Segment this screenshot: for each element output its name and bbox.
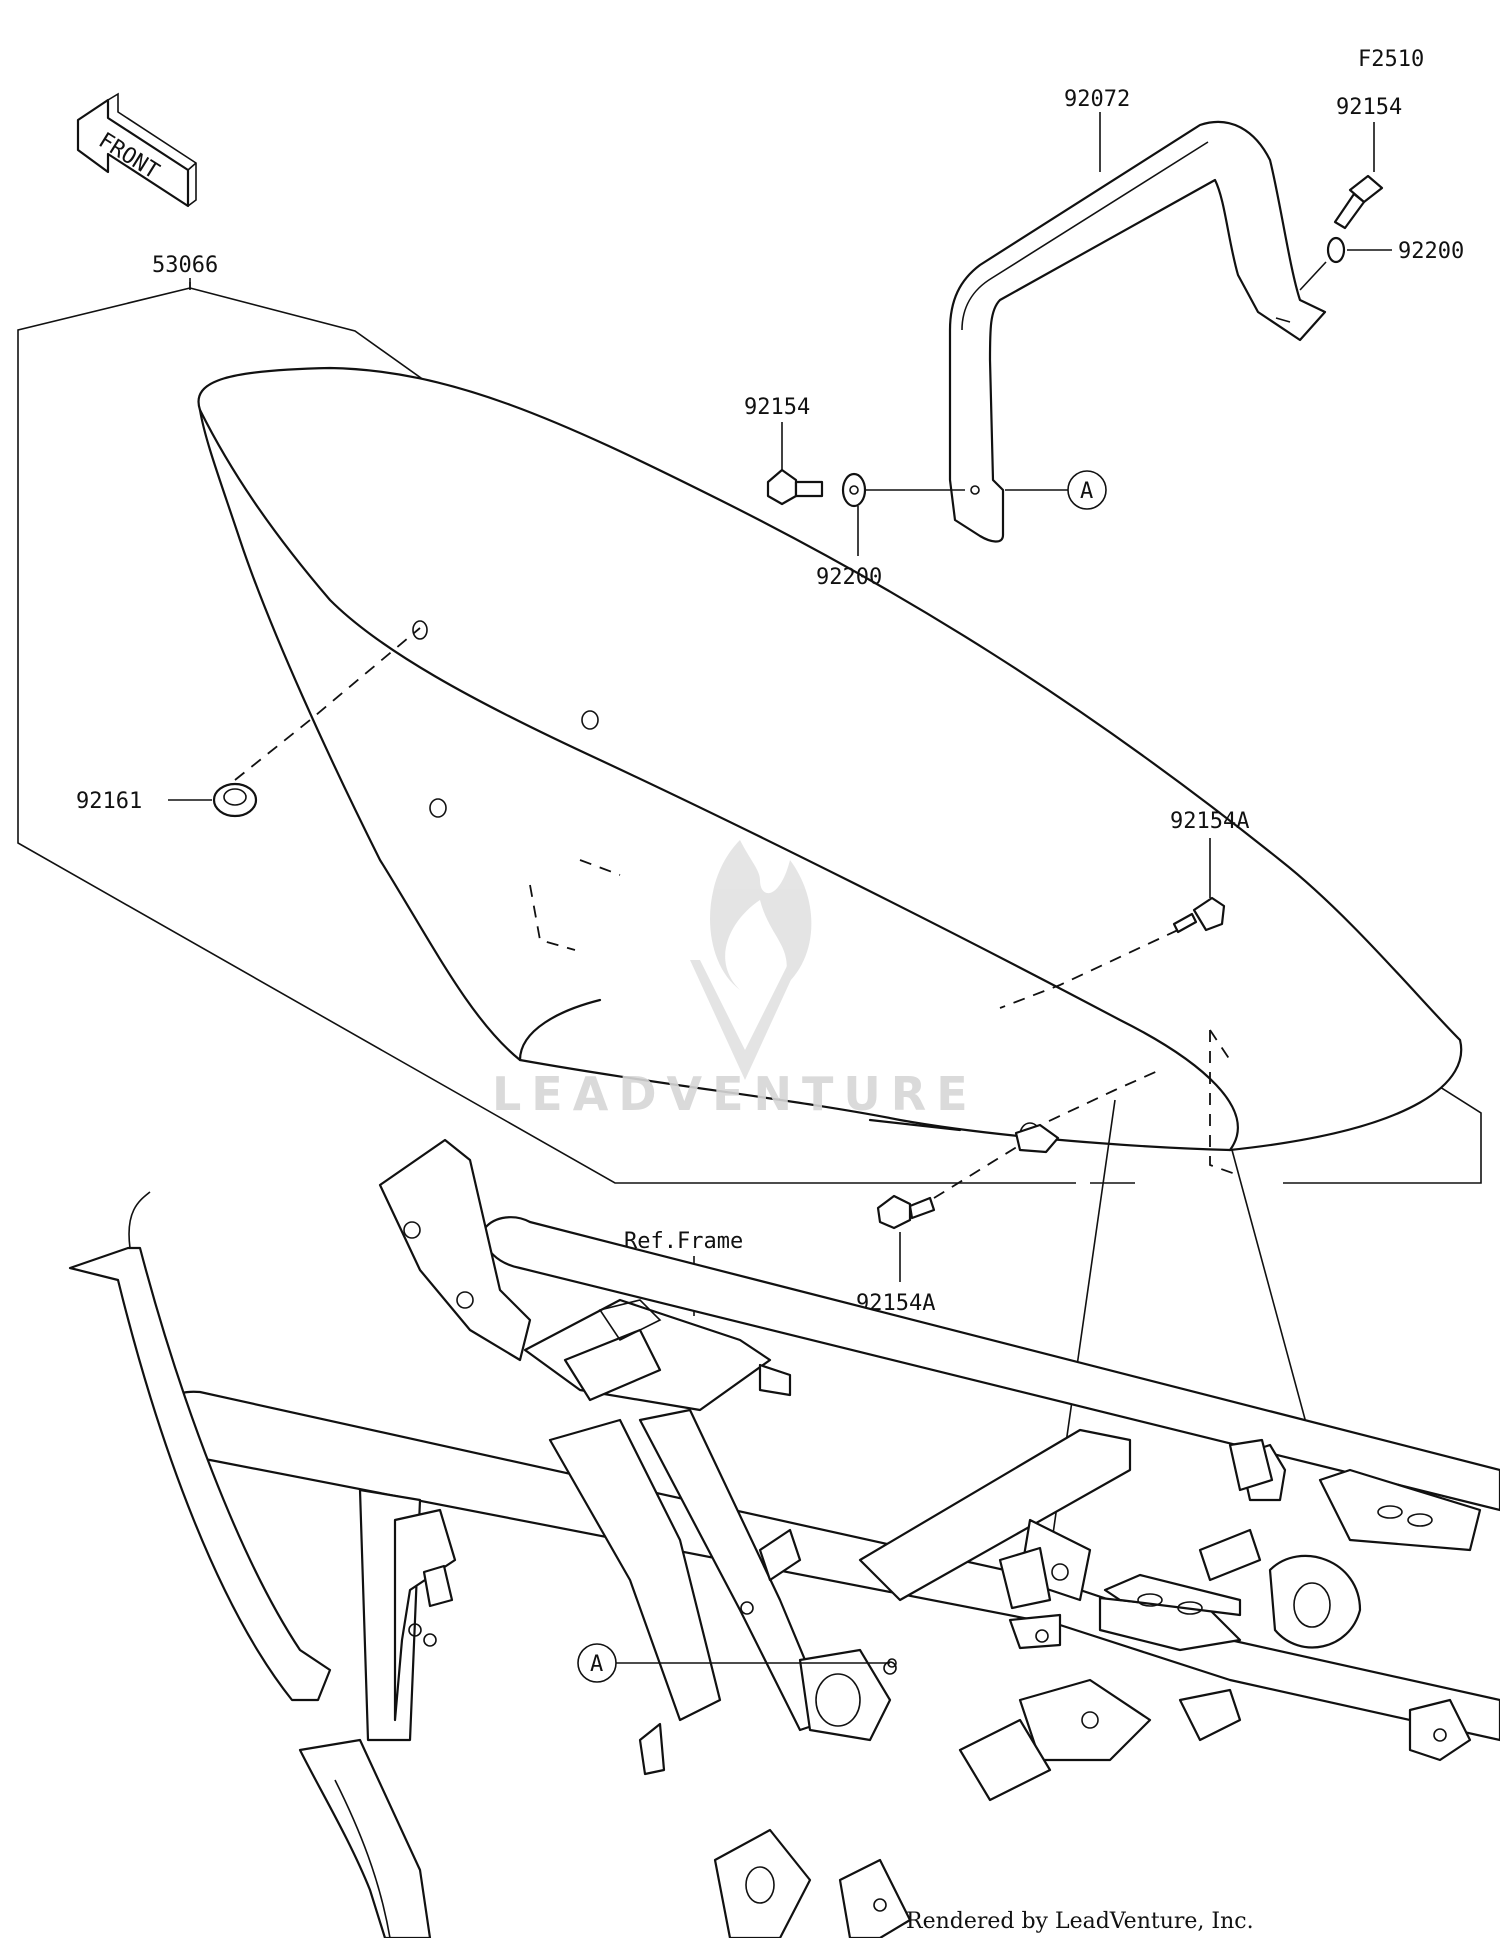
frame xyxy=(68,1138,1500,1938)
grab-bar xyxy=(948,120,1327,543)
watermark-logo: LEADVENTURE xyxy=(492,840,978,1121)
callout-a-upper xyxy=(1067,470,1107,510)
washer-upper xyxy=(1326,236,1346,264)
label-washer-left: 92200 xyxy=(816,565,882,590)
label-grommet: 92161 xyxy=(76,789,142,814)
callout-a-upper-letter: A xyxy=(1080,479,1093,504)
label-ref-frame: Ref.Frame xyxy=(624,1229,743,1254)
bolt-a-upper xyxy=(1172,896,1226,934)
bolt-left xyxy=(766,468,824,506)
label-seat: 53066 xyxy=(152,253,218,278)
callout-a-lower-letter: A xyxy=(590,1652,603,1677)
label-bolt-left: 92154 xyxy=(744,395,810,420)
bolt-a-lower xyxy=(876,1194,936,1230)
label-bolt-a-upper: 92154A xyxy=(1170,809,1249,834)
label-grab-bar: 92072 xyxy=(1064,87,1130,112)
bolt-upper xyxy=(1333,174,1384,230)
grommet xyxy=(212,782,258,818)
front-arrow-icon: FRONT xyxy=(76,92,197,208)
watermark: LEADVENTURE xyxy=(492,1067,978,1121)
label-washer-upper: 92200 xyxy=(1398,239,1464,264)
diagram-code: F2510 xyxy=(1358,47,1424,72)
seat-group-bracket xyxy=(17,287,1076,1184)
label-bolt-upper: 92154 xyxy=(1336,95,1402,120)
credit: Rendered by LeadVenture, Inc. xyxy=(906,1909,1254,1934)
washer-left xyxy=(841,472,867,508)
seat xyxy=(197,366,1463,1152)
